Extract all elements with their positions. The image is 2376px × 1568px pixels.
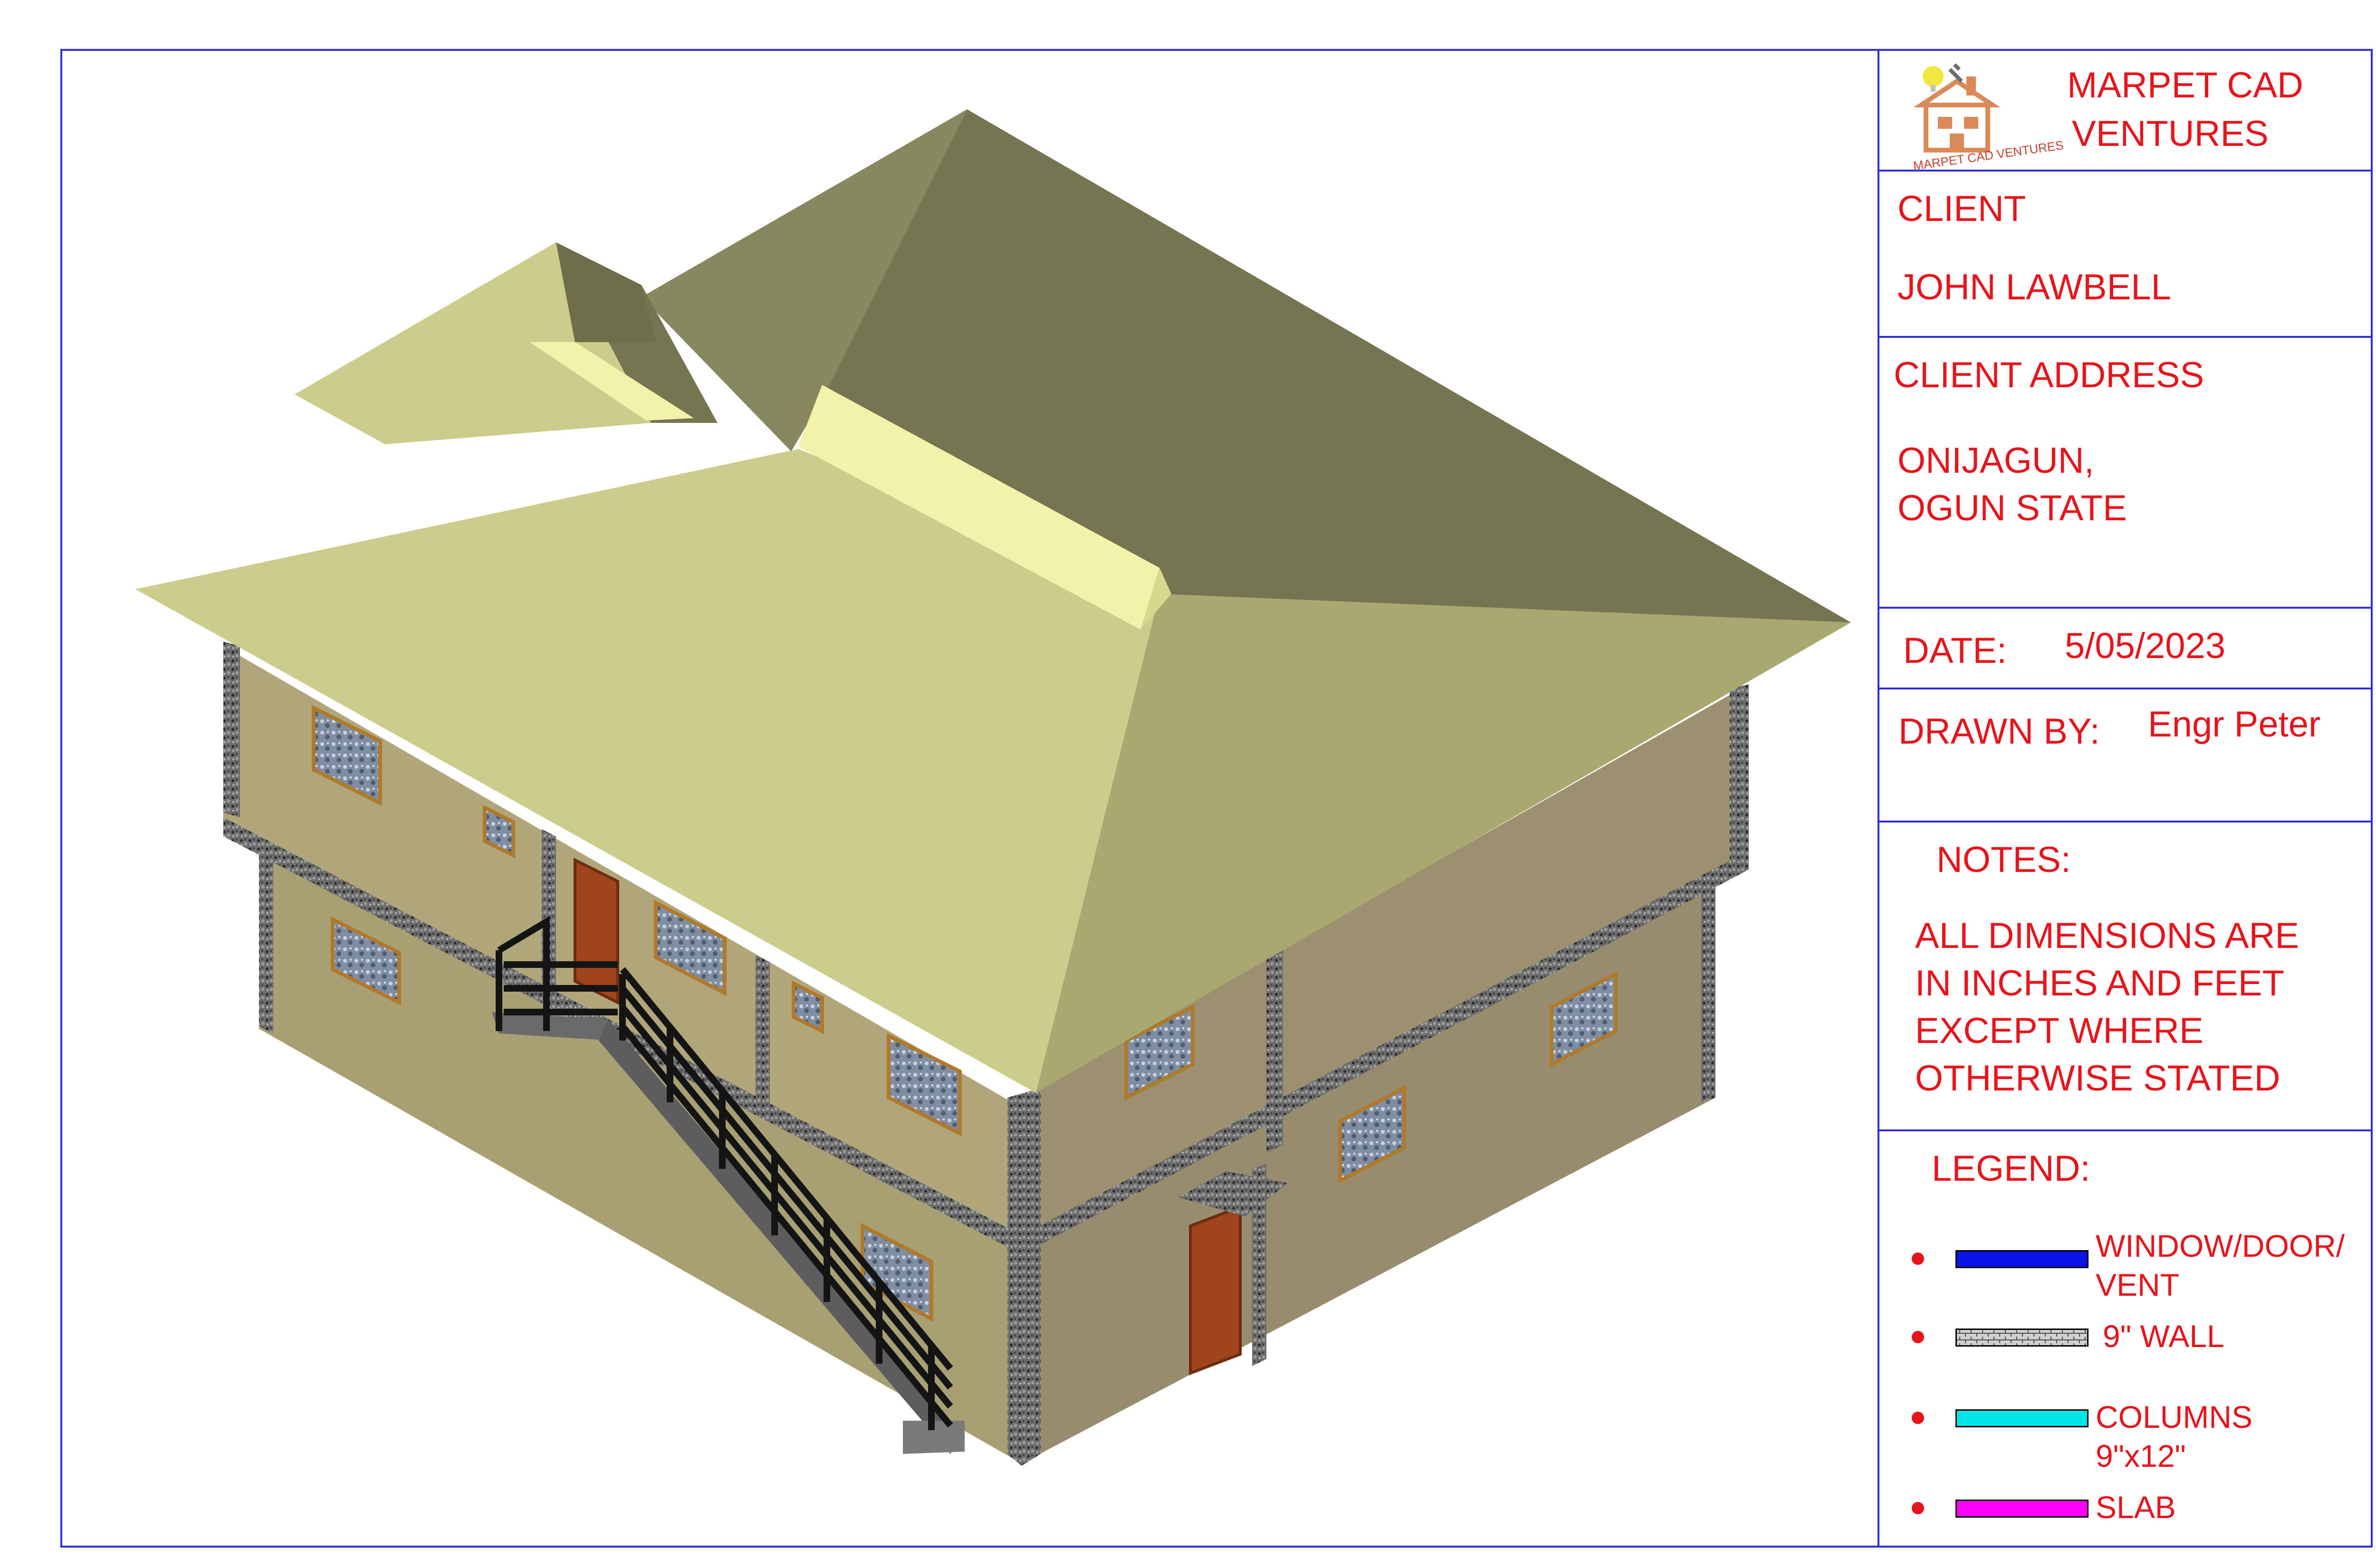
bullet-icon: [1912, 1331, 1924, 1343]
column-right-lower: [1701, 874, 1715, 1102]
slab-swatch: [1955, 1500, 2089, 1518]
legend-item-wall: 9" WALL: [1879, 1317, 2373, 1393]
client-label: CLIENT: [1897, 189, 2026, 229]
company-name-line1: MARPET CAD: [2067, 65, 2303, 105]
staircase: [492, 916, 965, 1454]
company-name-line2: VENTURES: [2072, 114, 2269, 154]
legend-item-label: WINDOW/DOOR/: [2096, 1228, 2345, 1263]
client-address-label: CLIENT ADDRESS: [1894, 355, 2204, 395]
legend-item-columns: COLUMNS 9"x12": [1879, 1397, 2373, 1473]
title-block: MARPET CAD VENTURES MARPET CAD VENTURES …: [1878, 49, 2373, 1548]
column-left: [223, 641, 240, 817]
columns-swatch: [1955, 1409, 2089, 1427]
drawn-by-cell: DRAWN BY: Engr Peter: [1879, 689, 2373, 822]
notes-line-3: EXCEPT WHERE: [1915, 1011, 2204, 1051]
notes-cell: NOTES: ALL DIMENSIONS ARE IN INCHES AND …: [1879, 822, 2373, 1131]
roof-front-right: [1036, 594, 1851, 1093]
legend-item-window-door-vent: WINDOW/DOOR/ VENT: [1879, 1226, 2373, 1302]
roof-back-right: [822, 109, 1851, 622]
date-label: DATE:: [1903, 631, 2007, 671]
roof-ridge-vent-end: [1140, 568, 1171, 630]
windows-right: [1124, 971, 1618, 1184]
upper-left-wall: [223, 646, 1022, 1235]
legend-item-label: COLUMNS: [2096, 1399, 2253, 1434]
column-front: [1007, 1088, 1041, 1466]
column-left-lower: [259, 843, 273, 1033]
dormer-roof-left: [295, 242, 651, 444]
legend-item-label: SLAB: [2096, 1490, 2176, 1525]
company-logo: [1913, 63, 2001, 153]
bullet-icon: [1912, 1502, 1924, 1514]
legend-cell: LEGEND: WINDOW/DOOR/ VENT 9" WALL COLUMN…: [1879, 1131, 2373, 1548]
notes-line-1: ALL DIMENSIONS ARE: [1915, 916, 2299, 956]
client-name: JOHN LAWBELL: [1897, 267, 2171, 307]
bullet-icon: [1912, 1412, 1924, 1424]
column-mid-right-lower: [1252, 1164, 1266, 1366]
drawn-by-value: Engr Peter: [2148, 704, 2321, 745]
house-isometric-drawing: [135, 109, 1851, 1466]
legend-item-label: VENT: [2096, 1267, 2180, 1302]
door-canopy: [1178, 1171, 1288, 1216]
client-cell: CLIENT JOHN LAWBELL: [1879, 172, 2373, 338]
client-address-line2: OGUN STATE: [1897, 488, 2127, 528]
roof-back-left: [642, 109, 967, 451]
wall-swatch: [1955, 1329, 2089, 1347]
sheet-border: [60, 49, 2373, 1548]
date-cell: DATE: 5/05/2023: [1879, 609, 2373, 689]
notes-line-4: OTHERWISE STATED: [1915, 1058, 2280, 1099]
floor-band-right: [1022, 851, 1749, 1254]
column-mid-left2: [756, 955, 770, 1112]
bullet-icon: [1912, 1252, 1924, 1265]
column-right: [1730, 684, 1749, 860]
window-door-vent-swatch: [1955, 1250, 2089, 1268]
dormer-top: [556, 242, 656, 342]
windows-left: [312, 705, 962, 1322]
date-value: 5/05/2023: [2065, 626, 2226, 666]
client-address-line1: ONIJAGUN,: [1897, 440, 2094, 481]
drawn-by-label: DRAWN BY:: [1898, 711, 2100, 752]
upper-door: [574, 858, 619, 1005]
roof-ridge-vent: [798, 385, 1159, 630]
client-address-cell: CLIENT ADDRESS ONIJAGUN, OGUN STATE: [1879, 338, 2373, 609]
column-mid-right: [1266, 950, 1283, 1152]
dormer-vent: [530, 342, 694, 421]
roof-front-left: [135, 449, 1159, 1093]
legend-item-slab: SLAB: [1879, 1488, 2373, 1564]
legend-item-label: 9"x12": [2096, 1438, 2186, 1473]
lower-door: [1189, 1205, 1242, 1376]
legend-label: LEGEND:: [1932, 1148, 2090, 1189]
company-cell: MARPET CAD VENTURES MARPET CAD VENTURES: [1879, 49, 2373, 173]
notes-line-2: IN INCHES AND FEET: [1915, 963, 2284, 1004]
legend-item-label: 9" WALL: [2103, 1319, 2224, 1354]
notes-label: NOTES:: [1936, 840, 2071, 880]
upper-right-wall: [1012, 684, 1749, 1235]
